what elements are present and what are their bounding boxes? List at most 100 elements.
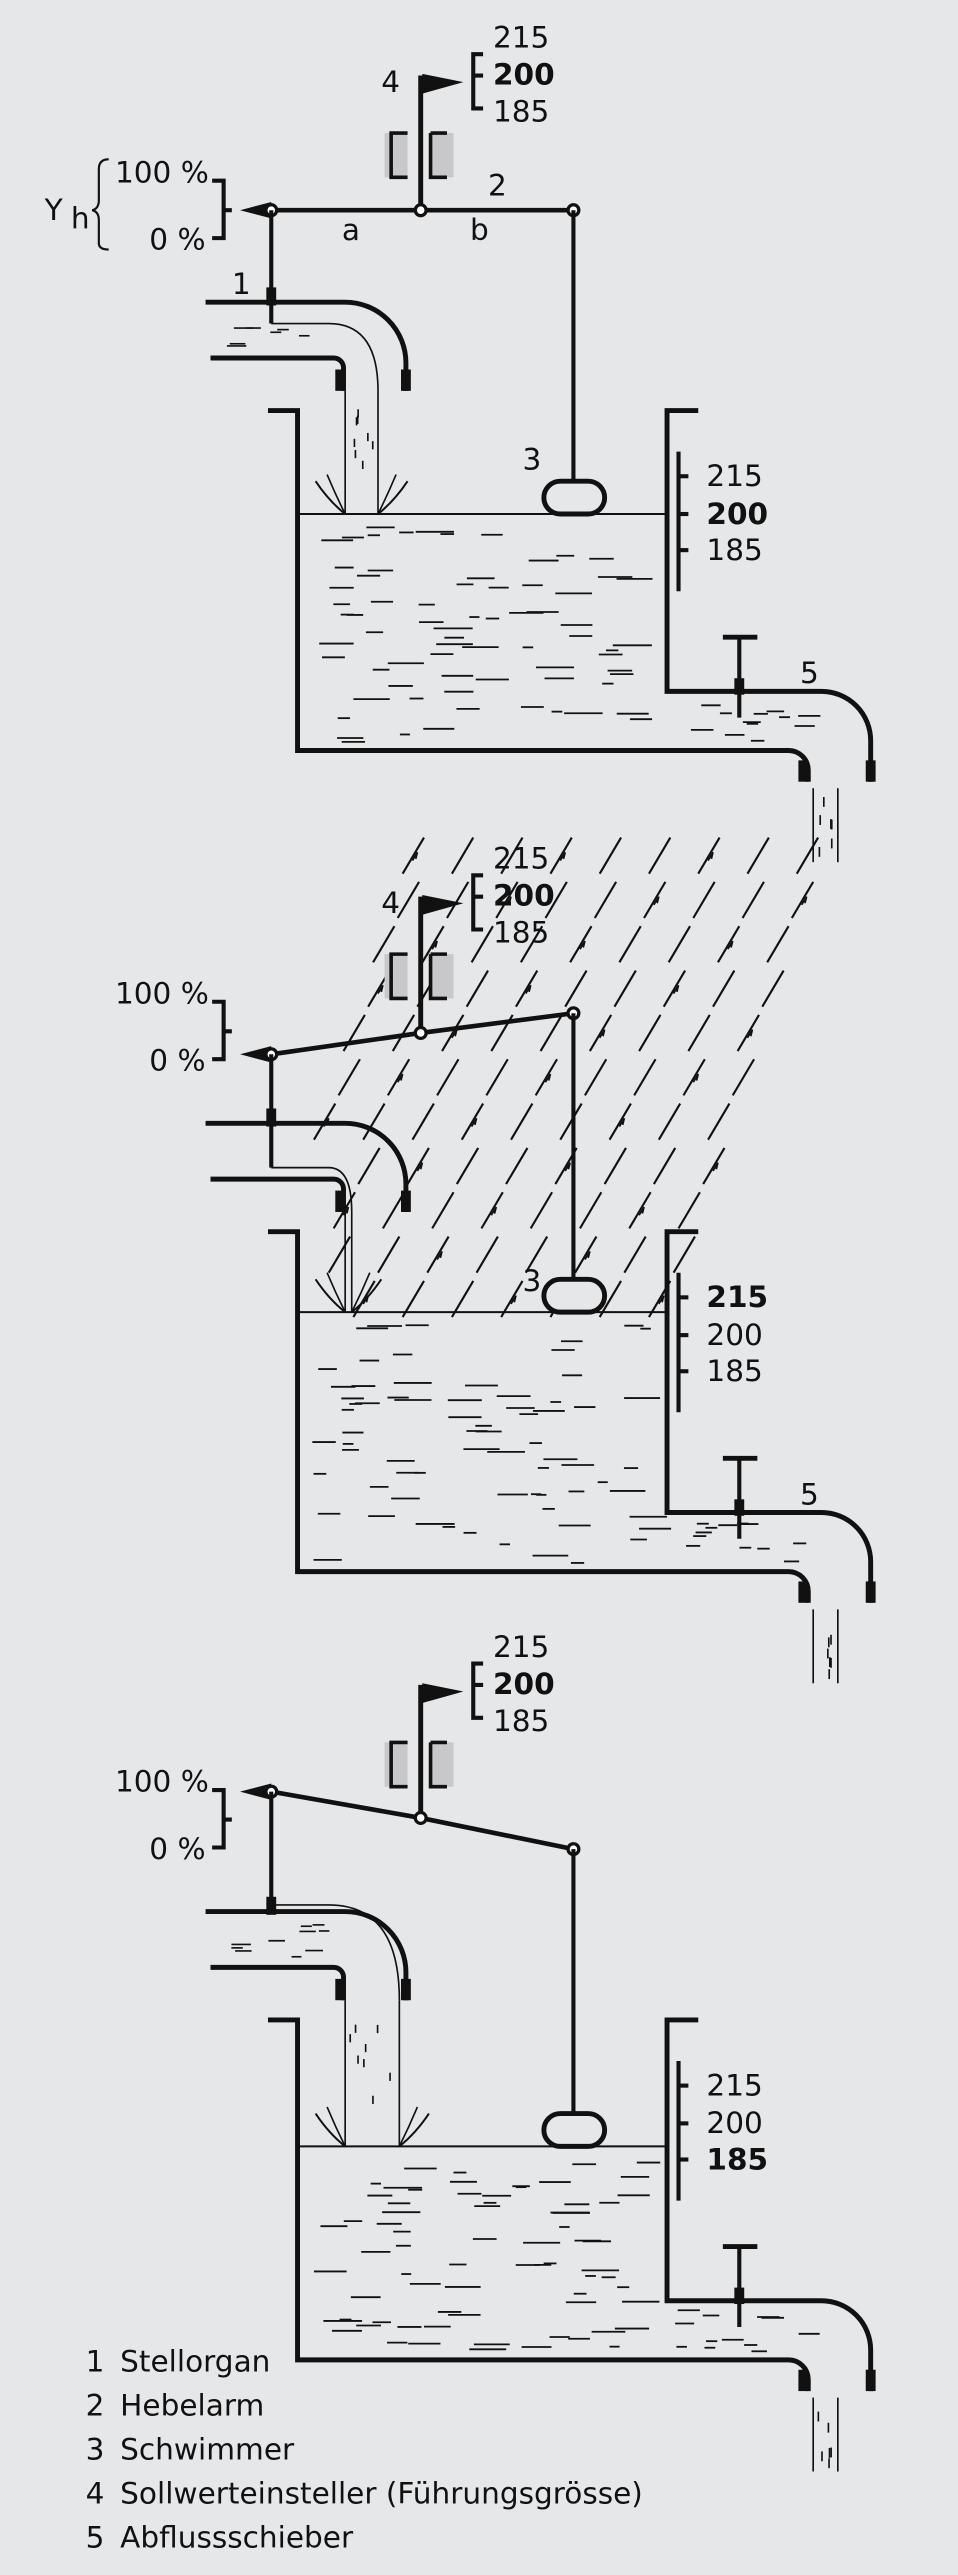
splash	[398, 2106, 419, 2147]
label-100-percent: 100 %	[115, 155, 209, 189]
rain-streak	[421, 925, 445, 963]
inlet-pipe-bottom	[210, 1964, 346, 2001]
float: 3	[523, 1013, 608, 1315]
rain-streak	[692, 881, 716, 919]
raindrop-icon	[490, 1206, 498, 1216]
raindrop-icon	[525, 984, 532, 994]
label-setpoint: 4	[381, 65, 400, 99]
rain-streak	[450, 1280, 475, 1318]
rain-streak	[436, 1058, 460, 1096]
label-drain: 5	[800, 1477, 819, 1511]
guide-bracket-right	[428, 1740, 447, 1789]
lever-arm	[240, 1783, 581, 1857]
rain-streak	[731, 1058, 755, 1096]
raindrop-icon	[564, 1162, 571, 1172]
pipe-cap	[335, 1190, 346, 1212]
guide-bracket-left	[389, 131, 408, 180]
rain-streak	[598, 836, 622, 875]
pipe-cap	[400, 1978, 411, 2001]
splash	[326, 1272, 346, 1313]
pipe-cap	[865, 1581, 876, 1603]
raindrop-icon	[638, 1206, 645, 1216]
raindrop-icon	[411, 851, 419, 861]
rain-streak	[446, 881, 470, 919]
pipe-cap	[865, 2369, 876, 2392]
inlet-pipe-top	[205, 1909, 409, 2001]
valve-gate	[266, 1108, 277, 1127]
guide-block-right	[430, 133, 454, 178]
rain-streak	[391, 1014, 416, 1052]
raindrop-icon	[692, 1073, 700, 1083]
rain-streak	[362, 1103, 386, 1141]
tank	[267, 2017, 876, 2392]
rain-streak	[529, 1191, 553, 1229]
label-0-percent: 0 %	[149, 1044, 205, 1078]
drain-valve	[722, 2244, 758, 2328]
rain-streak	[638, 1014, 662, 1052]
raindrop-icon	[707, 851, 714, 861]
raindrop-icon	[377, 984, 384, 994]
raindrop-icon	[510, 1295, 517, 1305]
legend-number: 5	[86, 2520, 105, 2554]
tank	[267, 408, 876, 782]
rain-streak	[500, 1280, 524, 1318]
stroke-bracket	[212, 1787, 232, 1850]
inflow-stream	[314, 1211, 383, 1313]
rain-streak	[687, 1014, 711, 1052]
setpoint-bracket	[471, 1661, 484, 1720]
rain-streak	[628, 1191, 652, 1229]
rain-streak	[593, 881, 618, 919]
label-drain: 5	[800, 656, 819, 690]
tank-right-wall	[664, 2017, 874, 2392]
drain-gate	[734, 2287, 745, 2305]
splash	[326, 2106, 346, 2147]
label-100-percent: 100 %	[115, 976, 209, 1010]
guide-bracket-right	[428, 952, 447, 1001]
rain-streak	[746, 836, 770, 875]
rain-streak	[588, 1014, 613, 1052]
rain-streak	[386, 1058, 411, 1096]
stroke-bracket	[212, 178, 232, 241]
tank	[267, 1229, 876, 1603]
rain-streak	[480, 1191, 504, 1229]
pipe-cap	[335, 369, 346, 391]
rain-streak	[406, 1147, 430, 1185]
lever-pointer-icon	[240, 201, 272, 219]
label-0-percent: 0 %	[149, 223, 205, 257]
rain-streak	[741, 881, 765, 919]
setpoint-value: 185	[493, 1704, 549, 1738]
raindrop-icon	[470, 1117, 478, 1127]
stroke-scale: 100 %0 %	[115, 1765, 232, 1866]
raindrop-icon	[618, 1117, 626, 1127]
rain-streak	[539, 1014, 563, 1052]
rain-streak	[396, 881, 420, 919]
legend-label: Abflussschieber	[120, 2520, 354, 2554]
pipe-cap	[400, 1190, 411, 1212]
guide-block-right	[430, 1742, 454, 1787]
rain-streak	[455, 1147, 480, 1185]
pipe-cap	[798, 760, 809, 782]
float	[541, 1849, 608, 2149]
rain-streak	[485, 1058, 509, 1096]
rain-streak	[515, 970, 539, 1008]
setpoint-bracket	[471, 52, 484, 111]
inlet-water-surface	[271, 1166, 353, 1212]
rain-streak	[564, 970, 588, 1008]
setpoint-value: 215	[493, 842, 549, 876]
rain-streak	[657, 1103, 682, 1141]
rain-streak	[337, 1058, 361, 1096]
rain-streak	[426, 1236, 450, 1274]
level-value: 185	[706, 1354, 762, 1388]
rain-streak	[682, 1058, 706, 1096]
raindrop-icon	[653, 896, 660, 906]
setpoint-flag-icon	[422, 73, 464, 94]
raindrop-icon	[416, 1162, 424, 1172]
rain-streak	[702, 1147, 726, 1185]
inlet-pipe-bottom	[210, 1176, 346, 1212]
rain-streak	[524, 1236, 549, 1274]
rain-streak	[352, 1280, 376, 1318]
